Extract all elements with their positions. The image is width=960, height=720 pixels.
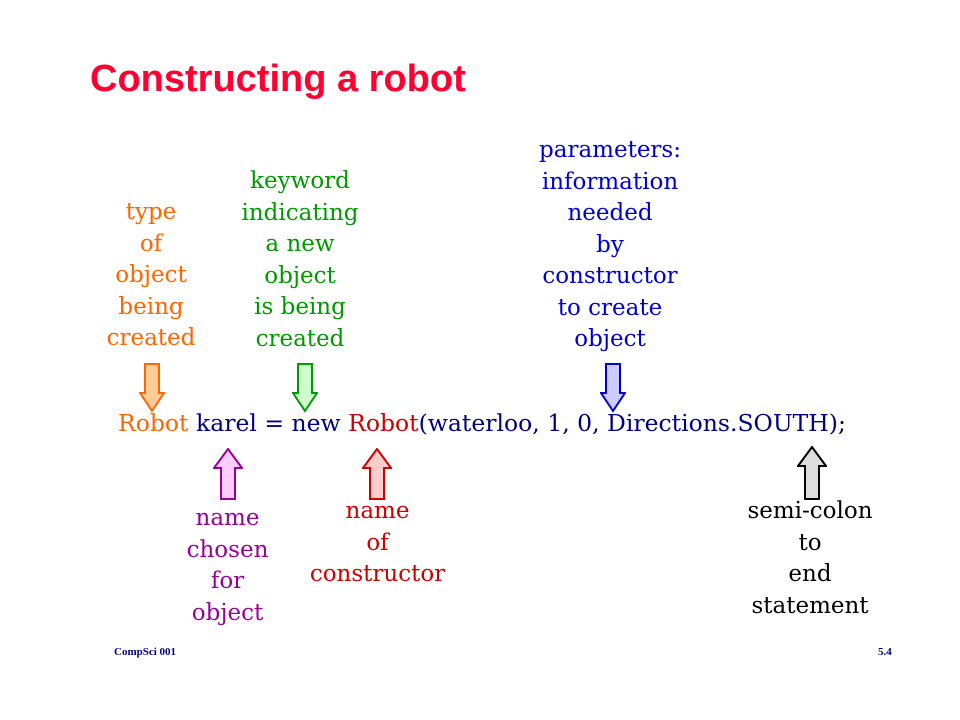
annotation-line: of [366, 529, 389, 556]
semicolon-up-arrow-icon [797, 446, 827, 500]
annotation-line: of [139, 230, 163, 257]
parameters-down-arrow-icon [600, 363, 626, 413]
annotation-line: constructor [309, 561, 446, 587]
annotation-line: semi-colon [747, 498, 873, 524]
type-annotation: type of object being created [96, 197, 206, 355]
footer-course: CompSci 001 [114, 646, 177, 658]
code-type-name: Robot [118, 409, 189, 437]
constructor-up-arrow-icon [362, 448, 392, 500]
annotation-line: a new [265, 231, 335, 257]
constructor-annotation: name of constructor [305, 496, 450, 591]
annotation-line: needed [567, 200, 653, 226]
annotation-line: object [574, 326, 646, 352]
annotation-line: name [195, 505, 260, 531]
code-statement: Robot karel = new Robot(waterloo, 1, 0, … [118, 409, 846, 437]
annotation-line: by [596, 231, 624, 258]
semicolon-annotation: semi-colon to end statement [735, 496, 885, 622]
annotation-line: for [210, 568, 245, 594]
keyword-annotation: keyword indicating a new object is being… [230, 166, 370, 355]
footer-slide-number: 5.4 [878, 646, 892, 658]
annotation-line: parameters: [539, 137, 681, 163]
code-semicolon: ; [837, 409, 846, 437]
annotation-line: indicating [241, 199, 359, 226]
annotation-line: chosen [186, 536, 269, 563]
parameters-annotation: parameters: information needed by constr… [525, 135, 695, 356]
type-down-arrow-icon [139, 363, 165, 413]
annotation-line: information [541, 168, 679, 195]
code-params: (waterloo, 1, 0, Directions.SOUTH) [418, 409, 838, 437]
annotation-line: being [118, 293, 184, 320]
annotation-line: type [125, 199, 177, 225]
annotation-line: object [191, 599, 264, 626]
keyword-down-arrow-icon [292, 363, 318, 413]
name-up-arrow-icon [213, 448, 243, 500]
annotation-line: end [788, 561, 832, 587]
annotation-line: constructor [542, 263, 678, 289]
annotation-line: created [106, 325, 196, 351]
code-constructor-name: Robot [348, 409, 419, 437]
annotation-line: name [345, 498, 410, 524]
annotation-line: object [115, 262, 187, 288]
annotation-line: keyword [250, 168, 350, 194]
slide-title: Constructing a robot [90, 58, 466, 100]
annotation-line: object [264, 262, 336, 289]
annotation-line: is being [254, 294, 346, 320]
annotation-line: created [255, 325, 345, 352]
annotation-line: to create [557, 294, 663, 321]
annotation-line: to [798, 529, 822, 556]
code-variable: karel = new [188, 409, 349, 437]
name-annotation: name chosen for object [170, 503, 285, 629]
annotation-line: statement [751, 592, 869, 619]
